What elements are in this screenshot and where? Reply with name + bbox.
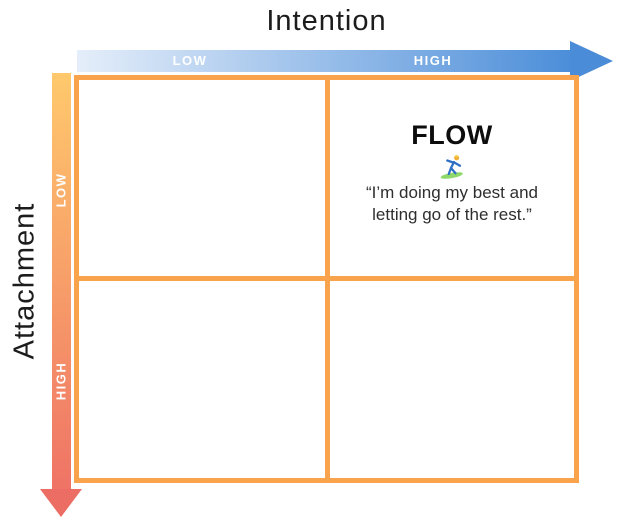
quadrant-top-right: FLOW “I’m doing my best and letting go o… xyxy=(330,80,574,276)
quote-line-2: letting go of the rest.” xyxy=(372,205,532,224)
grid-horizontal-divider xyxy=(79,276,574,281)
x-axis-low-label: LOW xyxy=(172,53,208,68)
quadrant-grid: FLOW “I’m doing my best and letting go o… xyxy=(74,75,579,483)
arrow-down-icon xyxy=(40,489,82,517)
x-axis-high-label: HIGH xyxy=(413,53,453,68)
x-axis-arrow xyxy=(77,50,571,72)
quadrant-top-left xyxy=(79,80,325,276)
arrow-right-icon xyxy=(570,41,613,81)
quadrant-quote: “I’m doing my best and letting go of the… xyxy=(341,182,563,226)
y-axis-title: Attachment xyxy=(8,202,41,360)
quote-line-1: “I’m doing my best and xyxy=(366,183,538,202)
y-axis-arrow xyxy=(52,73,71,489)
x-axis-title: Intention xyxy=(266,5,387,37)
quadrant-title: FLOW xyxy=(411,120,493,150)
quadrant-bottom-right xyxy=(330,281,574,478)
y-axis-low-label: LOW xyxy=(53,172,69,208)
y-axis-high-label: HIGH xyxy=(53,361,69,401)
quadrant-bottom-left xyxy=(79,281,325,478)
surfer-icon xyxy=(440,154,463,179)
